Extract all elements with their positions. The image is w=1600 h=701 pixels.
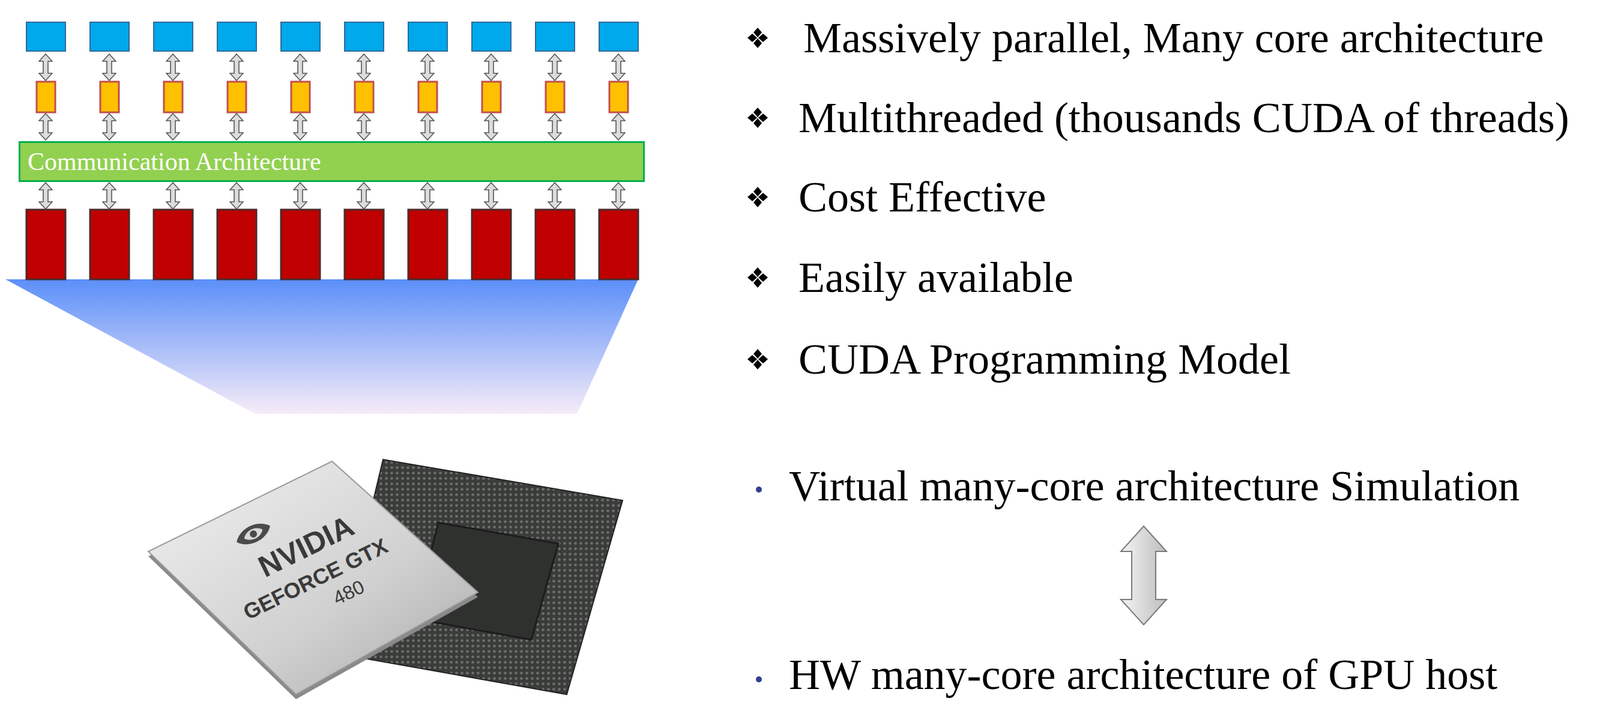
interface-block	[354, 81, 374, 113]
double-arrow	[611, 182, 625, 209]
logo-pupil	[241, 524, 265, 543]
double-arrow	[484, 182, 498, 209]
bullet-symbols	[747, 27, 768, 683]
double-arrow	[357, 182, 371, 209]
logo-eye	[232, 518, 274, 550]
interface-block	[291, 81, 310, 113]
bullet-text: Multithreaded (thousands CUDA of threads…	[798, 96, 1570, 140]
interface-block	[227, 81, 247, 113]
core-row	[26, 22, 639, 52]
core-block	[280, 22, 320, 52]
memory-block	[26, 209, 66, 280]
core-block	[599, 22, 639, 52]
double-arrow	[102, 54, 116, 81]
double-arrow	[611, 54, 625, 81]
bullet-dot	[755, 676, 762, 683]
interface-row	[36, 81, 628, 113]
memory-block	[471, 209, 511, 280]
core-block	[408, 22, 448, 52]
bullet-mark	[747, 186, 768, 208]
double-arrow	[166, 182, 180, 209]
interface-block	[163, 81, 183, 113]
zoom-beam	[5, 279, 639, 414]
interface-block	[609, 81, 628, 113]
memory-block	[90, 209, 130, 280]
node-label: Communication Architecture	[27, 147, 322, 176]
link-arrows	[39, 54, 625, 209]
comparison-text: HW many-core architecture of GPU host	[788, 652, 1498, 696]
double-arrow	[229, 182, 244, 209]
core-block	[90, 22, 130, 52]
bullet-text: CUDA Programming Model	[798, 337, 1291, 381]
bullet-dot	[755, 486, 762, 493]
core-block	[26, 22, 66, 52]
double-arrow	[420, 182, 435, 209]
gpu-chip	[148, 459, 623, 699]
memory-block	[408, 209, 448, 280]
core-block	[535, 22, 575, 52]
equivalence-arrow	[1120, 525, 1167, 625]
memory-block	[344, 209, 384, 280]
double-arrow	[548, 54, 562, 81]
chip-lid	[148, 461, 478, 695]
interface-block	[36, 81, 56, 113]
core-block	[153, 22, 193, 52]
memory-block	[599, 209, 639, 280]
comparison-text: Virtual many-core architecture Simulatio…	[788, 464, 1520, 508]
bullet-text: Easily available	[798, 255, 1074, 299]
double-arrow	[39, 182, 53, 209]
core-block	[217, 22, 257, 52]
bus-bar: Communication Architecture	[18, 141, 645, 182]
interface-block	[545, 81, 565, 113]
double-arrow	[102, 182, 116, 209]
memory-block	[535, 209, 575, 280]
memory-block	[217, 209, 257, 280]
double-arrow	[357, 54, 371, 81]
bullet-text: Cost Effective	[798, 175, 1047, 219]
core-block	[344, 22, 384, 52]
bullet-text: Massively parallel, Many core architectu…	[803, 16, 1544, 60]
logo-dot	[248, 528, 259, 539]
interface-block	[418, 81, 438, 113]
double-arrow	[293, 54, 307, 81]
double-arrow	[420, 113, 435, 140]
double-arrow	[229, 54, 244, 81]
bullet-mark	[747, 348, 768, 370]
double-arrow	[548, 113, 562, 140]
bullet-mark	[747, 267, 768, 288]
interface-block	[482, 81, 501, 113]
bullet-mark	[747, 27, 768, 49]
memory-row	[26, 209, 639, 280]
double-arrow	[484, 54, 498, 81]
memory-block	[153, 209, 193, 280]
double-arrow	[102, 113, 116, 140]
double-arrow	[166, 113, 180, 140]
interface-block	[100, 81, 119, 113]
double-arrow	[166, 54, 180, 81]
double-arrow	[293, 113, 307, 140]
double-arrow	[357, 113, 371, 140]
double-arrow	[39, 54, 53, 81]
double-arrow	[611, 113, 625, 140]
memory-block	[280, 209, 320, 280]
bullet-mark	[747, 107, 768, 128]
double-arrow	[548, 182, 562, 209]
double-arrow	[293, 182, 307, 209]
double-arrow	[229, 113, 244, 140]
double-arrow	[420, 54, 435, 81]
double-arrow	[484, 113, 498, 140]
double-arrow	[39, 113, 53, 140]
core-block	[471, 22, 511, 52]
